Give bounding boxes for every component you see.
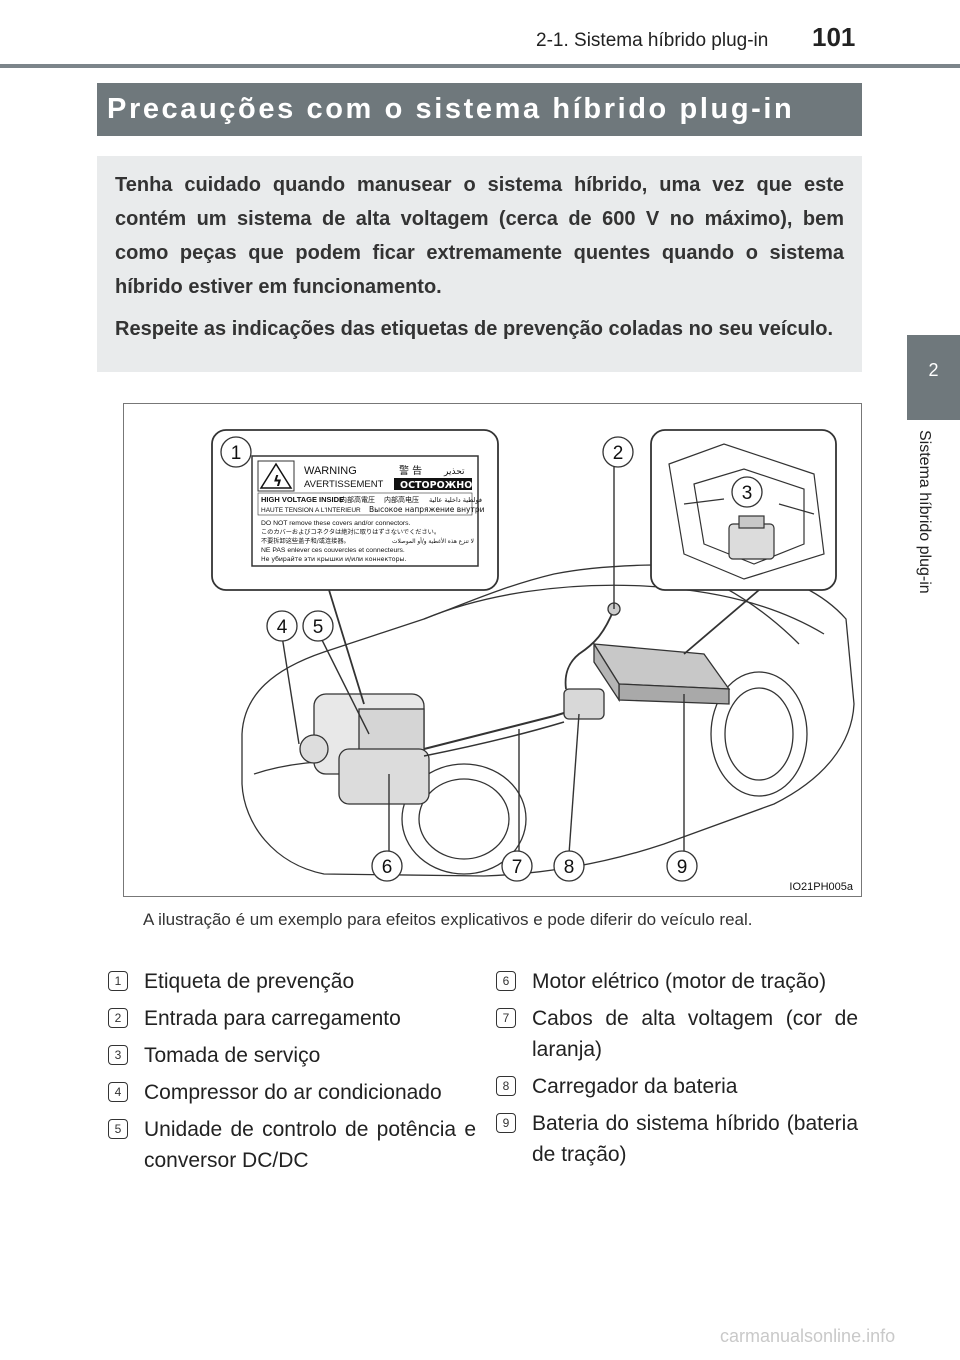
callout-3-num: 3 xyxy=(742,483,753,504)
callout-6-num: 6 xyxy=(382,857,393,878)
illustration-code: IO21PH005a xyxy=(789,881,853,893)
label-avertissement-text: AVERTISSEMENT xyxy=(304,479,384,490)
callout-7-num: 7 xyxy=(512,857,523,878)
leader-5 xyxy=(319,635,370,735)
label-ar-do-not: لا تنزع هذه الأغطية و/أو الموصلات xyxy=(392,537,474,545)
legend-number: 1 xyxy=(108,971,128,991)
legend-text: Cabos de alta voltagem (cor de laranja) xyxy=(532,1007,858,1061)
header-divider xyxy=(0,64,960,68)
page-number: 101 xyxy=(812,22,856,52)
legend-item: 5 Unidade de controlo de potência e conve… xyxy=(108,1114,476,1176)
legend-text: Entrada para carregamento xyxy=(144,1007,401,1030)
legend-item: 8 Carregador da bateria xyxy=(496,1071,858,1102)
legend-text: Etiqueta de prevenção xyxy=(144,970,355,993)
label-high-voltage: HIGH VOLTAGE INSIDE xyxy=(261,495,344,504)
callout-4 xyxy=(266,610,298,642)
watermark: carmanualsonline.info xyxy=(720,1326,896,1346)
legend-number: 5 xyxy=(108,1119,128,1139)
intro-paragraph-1: Tenha cuidado quando manusear o sistema … xyxy=(115,174,844,298)
callout-8 xyxy=(553,850,585,882)
label-ar-hv: فولطية داخلية عالية xyxy=(429,496,482,504)
legend-left: 1 Etiqueta de prevenção 2 Entrada para car… xyxy=(108,966,476,1182)
label-cn-do-not: 不要拆卸这些盖子和/或连接器。 xyxy=(261,537,350,545)
callout-1 xyxy=(220,436,252,468)
callout-7 xyxy=(501,850,533,882)
pcu-box xyxy=(358,708,425,755)
legend-number: 7 xyxy=(496,1008,516,1028)
callout-2-num: 2 xyxy=(613,443,624,464)
legend-item: 1 Etiqueta de prevenção xyxy=(108,966,476,997)
legend-text: Bateria do sistema híbrido (bateria de t… xyxy=(532,1112,858,1166)
legend-text: Carregador da bateria xyxy=(532,1075,738,1098)
callout-1-num: 1 xyxy=(231,443,242,464)
legend-text: Unidade de controlo de potência e conver… xyxy=(144,1118,476,1172)
intro-box: Tenha cuidado quando manusear o sistema … xyxy=(97,156,862,372)
legend-number: 2 xyxy=(108,1008,128,1028)
section-title: 2-1. Sistema híbrido plug-in xyxy=(536,30,769,51)
label-ne-pas: NE PAS enlever ces couvercles et connect… xyxy=(261,547,405,554)
label-ru-do-not: Не убирайте эти крышки и/или коннекторы. xyxy=(261,555,406,563)
service-plug xyxy=(728,523,775,560)
legend-number: 3 xyxy=(108,1045,128,1065)
callout-5 xyxy=(302,610,334,642)
leader-8 xyxy=(568,713,580,855)
label-jp-do-not: このカバーおよびコネクタは絶対に取りはずさないでください。 xyxy=(261,528,440,536)
label-jp-hv1: 内部高電圧 xyxy=(340,495,375,504)
legend-text: Compressor do ar condicionado xyxy=(144,1081,442,1104)
svg-text:ϟ: ϟ xyxy=(273,474,282,490)
charge-inlet-cable xyxy=(564,608,615,690)
label-pointer xyxy=(328,589,365,705)
illustration-caption: A ilustração é um exemplo para efeitos e… xyxy=(143,910,753,929)
rear-wheel xyxy=(710,671,808,797)
page-title: Precauções com o sistema híbrido plug-in xyxy=(97,83,862,136)
legend-number: 9 xyxy=(496,1113,516,1133)
legend-item: 4 Compressor do ar condicionado xyxy=(108,1077,476,1108)
callout-6 xyxy=(371,850,403,882)
label-haute-tension: HAUTE TENSION A L'INTERIEUR xyxy=(261,507,361,514)
label-ostorozhno-text: ОСТОРОЖНО xyxy=(400,480,472,491)
hv-cables xyxy=(423,703,595,750)
legend-item: 2 Entrada para carregamento xyxy=(108,1003,476,1034)
callout-8-num: 8 xyxy=(564,857,575,878)
legend-item: 6 Motor elétrico (motor de tração) xyxy=(496,966,858,997)
legend-item: 9 Bateria do sistema híbrido (bateria de … xyxy=(496,1108,858,1170)
legend-number: 8 xyxy=(496,1076,516,1096)
label-do-not: DO NOT remove these covers and/or connec… xyxy=(261,520,411,527)
chapter-number: 2 xyxy=(928,360,939,380)
high-voltage-warning-icon xyxy=(259,462,293,489)
label-arabic-text: تحذير xyxy=(443,467,465,477)
label-kanji-text: 警 告 xyxy=(399,464,422,477)
battery-charger xyxy=(563,688,605,720)
legend-text: Motor elétrico (motor de tração) xyxy=(532,970,827,993)
callout-9-num: 9 xyxy=(677,857,688,878)
label-jp-hv2: 内部高电压 xyxy=(384,495,419,504)
callout-5-num: 5 xyxy=(313,617,324,638)
callout-2 xyxy=(602,436,634,468)
legend-number: 4 xyxy=(108,1082,128,1102)
hybrid-system-illustration: ϟ WARNING 警 告 تحذير AVERTISSEMENT ОСТОРО… xyxy=(123,403,862,897)
service-plug-inset xyxy=(650,429,837,591)
leader-4 xyxy=(281,635,300,745)
intro-paragraph-2: Respeite as indicações das etiquetas de … xyxy=(115,318,834,340)
callout-9 xyxy=(666,850,698,882)
chapter-label: Sistema híbrido plug-in xyxy=(916,430,933,594)
legend-item: 7 Cabos de alta voltagem (cor de laranja) xyxy=(496,1003,858,1065)
service-plug-pointer xyxy=(683,589,760,655)
legend-item: 3 Tomada de serviço xyxy=(108,1040,476,1071)
illustration-svg: ϟ WARNING 警 告 تحذير AVERTISSEMENT ОСТОРО… xyxy=(211,429,855,893)
legend-number: 6 xyxy=(496,971,516,991)
callout-3 xyxy=(731,476,763,508)
label-warning-text: WARNING xyxy=(304,465,357,477)
label-ru-hv: Высокое напряжение внутри xyxy=(369,505,485,514)
legend-text: Tomada de serviço xyxy=(144,1044,321,1067)
legend-right: 6 Motor elétrico (motor de tração) 7 Cabos… xyxy=(496,966,858,1176)
callout-4-num: 4 xyxy=(277,617,288,638)
chapter-tab[interactable]: 2 xyxy=(907,335,960,420)
front-wheel xyxy=(401,763,527,875)
